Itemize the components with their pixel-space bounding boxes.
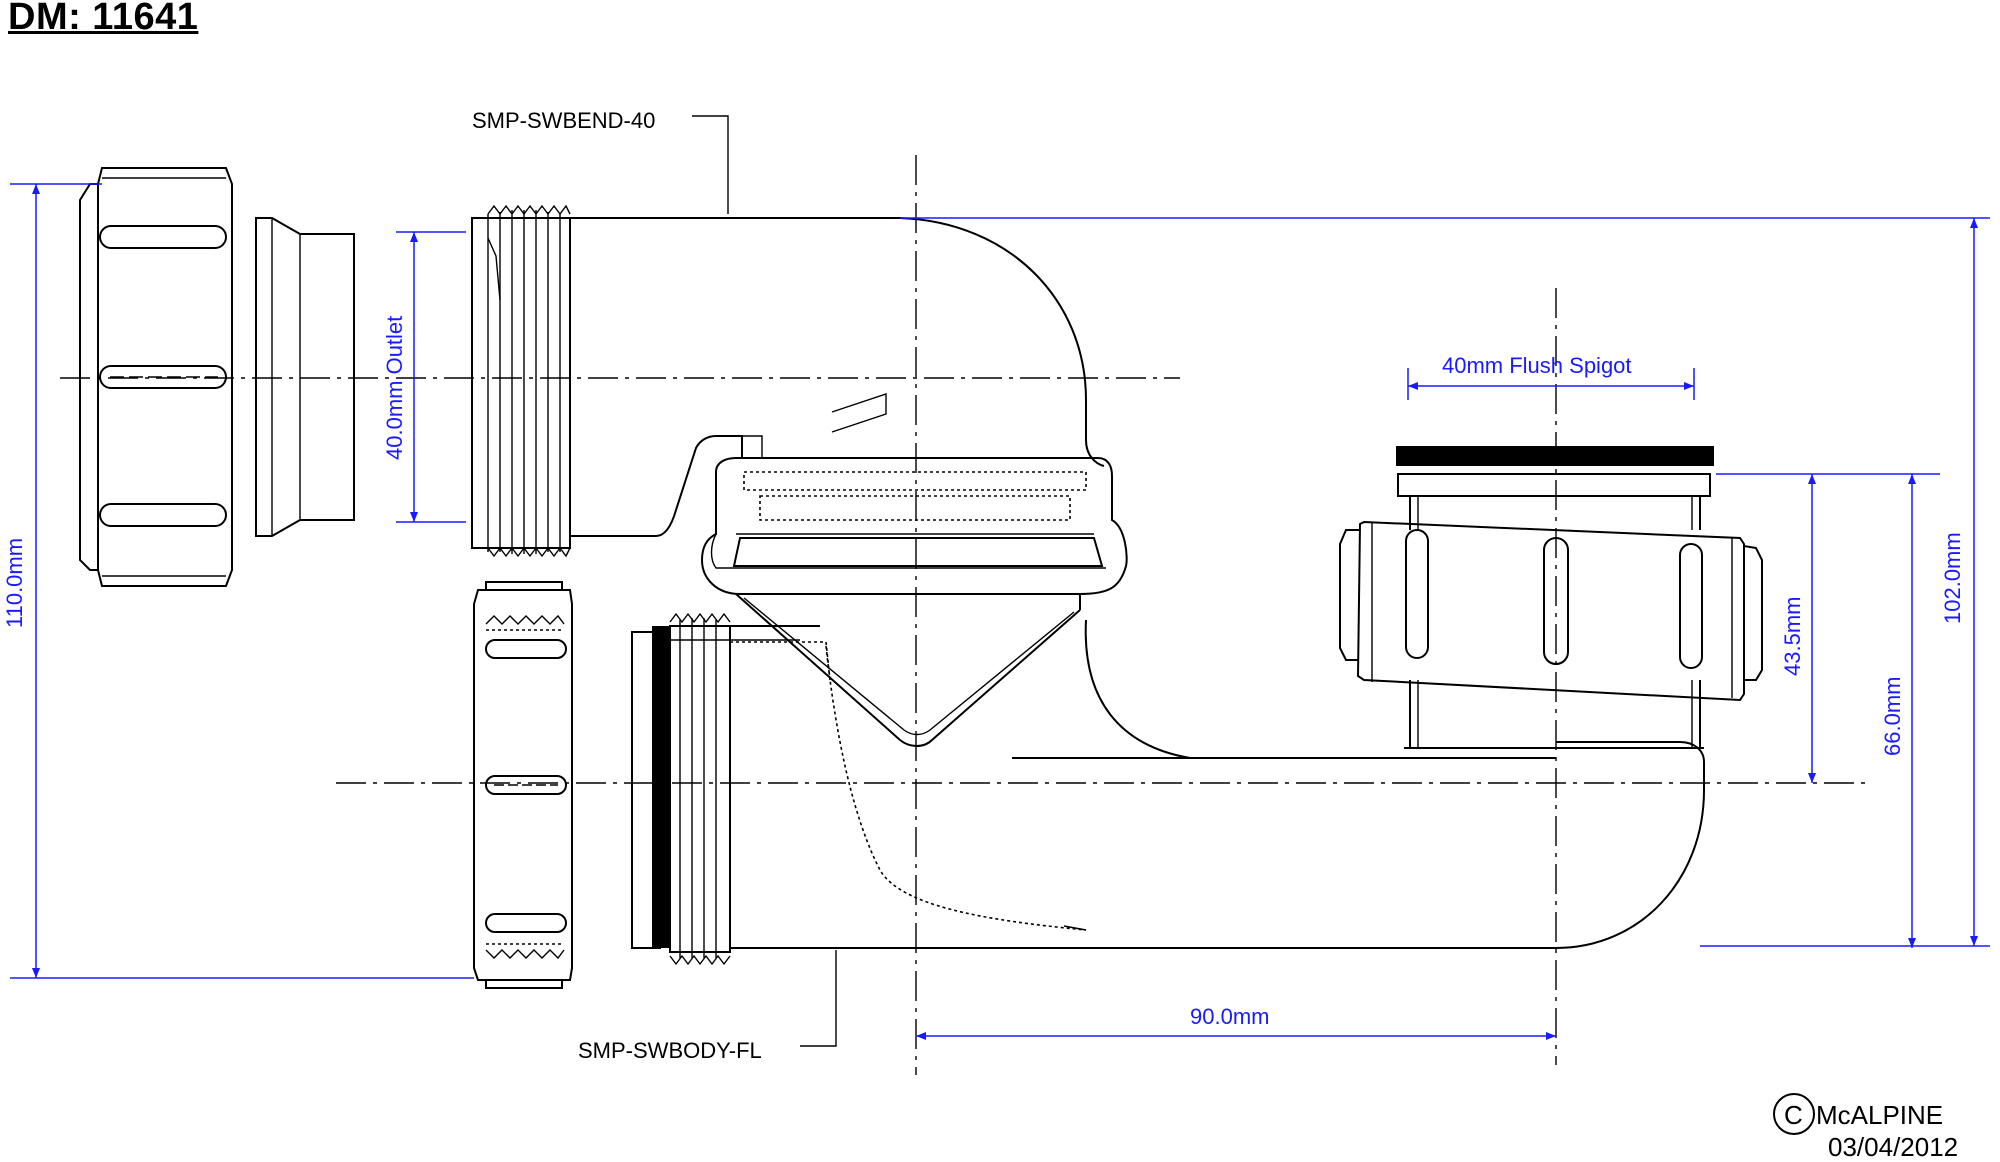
dim-height-total: 110.0mm bbox=[2, 538, 27, 628]
compression-nut-small bbox=[473, 581, 573, 989]
copyright-symbol: C bbox=[1784, 1100, 1803, 1130]
dim-height-body: 66.0mm bbox=[1880, 677, 1905, 756]
copyright-company: McALPINE bbox=[1816, 1100, 1943, 1130]
dim-height-spigot: 43.5mm bbox=[1780, 597, 1805, 676]
dim-flush-spigot: 40mm Flush Spigot bbox=[1442, 353, 1632, 378]
dim-outlet: 40.0mm Outlet bbox=[382, 316, 407, 460]
dim-horizontal: 90.0mm bbox=[1190, 1004, 1269, 1029]
compression-washer bbox=[255, 217, 355, 537]
thread-lines bbox=[487, 204, 571, 558]
copyright-date: 03/04/2012 bbox=[1828, 1132, 1958, 1162]
centre-lines bbox=[60, 155, 1870, 1075]
part-leaders bbox=[692, 115, 837, 1047]
label-top-part: SMP-SWBEND-40 bbox=[472, 108, 655, 133]
compression-nut-large bbox=[79, 167, 233, 587]
copyright-circle-icon bbox=[1773, 1093, 1815, 1135]
bend-body bbox=[471, 204, 1105, 558]
flush-spigot bbox=[1339, 446, 1763, 749]
trap-body bbox=[631, 612, 1705, 966]
copyright-block: C McALPINE 03/04/2012 bbox=[1773, 1093, 1958, 1162]
dimension-lines bbox=[10, 183, 1990, 1040]
swivel-collar bbox=[700, 457, 1128, 747]
label-bottom-part: SMP-SWBODY-FL bbox=[578, 1038, 762, 1063]
dim-height-overall: 102.0mm bbox=[1940, 532, 1965, 624]
drawing-number-title: DM: 11641 bbox=[8, 0, 199, 38]
